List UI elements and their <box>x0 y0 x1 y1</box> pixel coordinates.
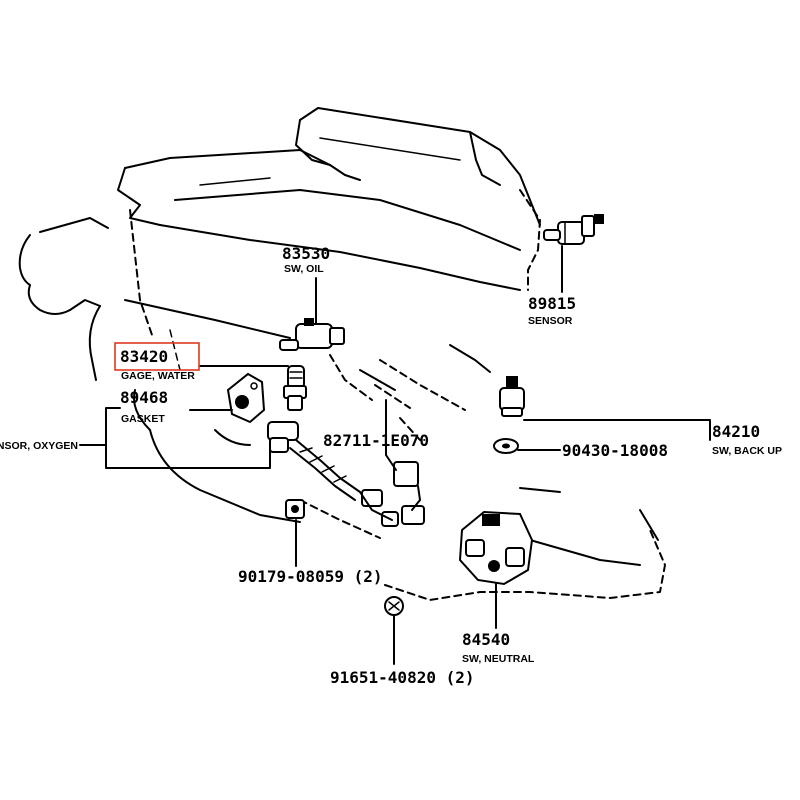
washer-part-icon <box>493 438 519 454</box>
part-number-bolt: 90179-08059 (2) <box>238 567 383 586</box>
part-name-water-gage: GAGE, WATER <box>121 370 195 382</box>
back-up-switch-part-icon <box>499 376 525 417</box>
oxygen-sensor-part-icon <box>267 421 361 501</box>
part-name-sensor: SENSOR <box>528 315 573 327</box>
gasket-part-icon <box>226 372 266 424</box>
part-number-gasket: 89468 <box>120 388 168 407</box>
part-name-gasket: GASKET <box>121 413 165 425</box>
bolt-part-icon <box>285 499 305 519</box>
oil-switch-part-icon <box>279 318 345 351</box>
part-number-wire-harness: 82711-1E070 <box>323 431 429 450</box>
sensor-part-icon <box>543 214 604 245</box>
part-number-washer: 90430-18008 <box>562 441 668 460</box>
leader-lines <box>79 245 711 665</box>
part-number-neutral-switch: 84540 <box>462 630 510 649</box>
part-name-neutral-switch: SW, NEUTRAL <box>462 653 535 665</box>
part-number-sensor: 89815 <box>528 294 576 313</box>
part-number-water-gage: 83420 <box>120 347 168 366</box>
part-highlight-box <box>114 342 200 371</box>
neutral-switch-part-icon <box>458 510 534 586</box>
part-name-oil-switch: SW, OIL <box>284 263 324 275</box>
part-name-oxygen-sensor: SENSOR, OXYGEN <box>0 440 78 452</box>
wire-harness-part-icon <box>359 399 425 527</box>
engine-block-outline <box>18 107 666 601</box>
part-number-bolt-bottom: 91651-40820 (2) <box>330 668 475 687</box>
part-number-back-up-switch: 84210 <box>712 422 760 441</box>
part-name-back-up-switch: SW, BACK UP <box>712 445 782 457</box>
water-gage-part-icon <box>283 365 307 411</box>
bolt-bottom-part-icon <box>384 596 404 616</box>
part-number-oil-switch: 83530 <box>282 244 330 263</box>
